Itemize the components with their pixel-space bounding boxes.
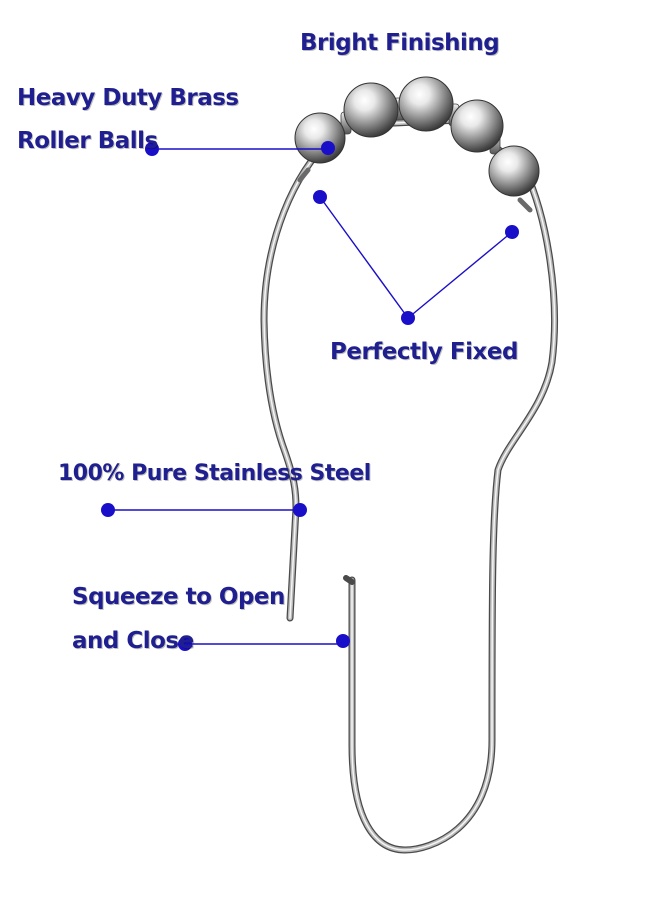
callout-dot: [313, 190, 327, 204]
callout-dot: [293, 503, 307, 517]
hook-wire: [260, 116, 558, 854]
callout-dot: [401, 311, 415, 325]
roller-ball: [398, 76, 454, 132]
squeeze-label-line2: and Close: [72, 628, 194, 654]
callout-dot: [101, 503, 115, 517]
callout-dot: [505, 225, 519, 239]
roller-ball: [488, 145, 540, 197]
callout-dot: [336, 634, 350, 648]
heavy-duty-label-line2: Roller Balls: [17, 128, 158, 154]
stainless-steel-label: 100% Pure Stainless Steel: [58, 461, 371, 486]
callout-lines: [108, 148, 513, 645]
roller-ball: [294, 112, 346, 164]
heavy-duty-label-line1: Heavy Duty Brass: [17, 85, 239, 111]
callout-dots: [101, 141, 519, 651]
roller-balls: [294, 76, 540, 197]
callout-dot: [145, 142, 159, 156]
callout-dot: [178, 637, 192, 651]
squeeze-label-line1: Squeeze to Open: [72, 584, 285, 610]
roller-ball: [343, 82, 399, 138]
bright-finishing-label: Bright Finishing: [300, 30, 500, 56]
perfectly-fixed-label: Perfectly Fixed: [330, 339, 518, 365]
roller-ball: [450, 99, 504, 153]
callout-dot: [321, 141, 335, 155]
